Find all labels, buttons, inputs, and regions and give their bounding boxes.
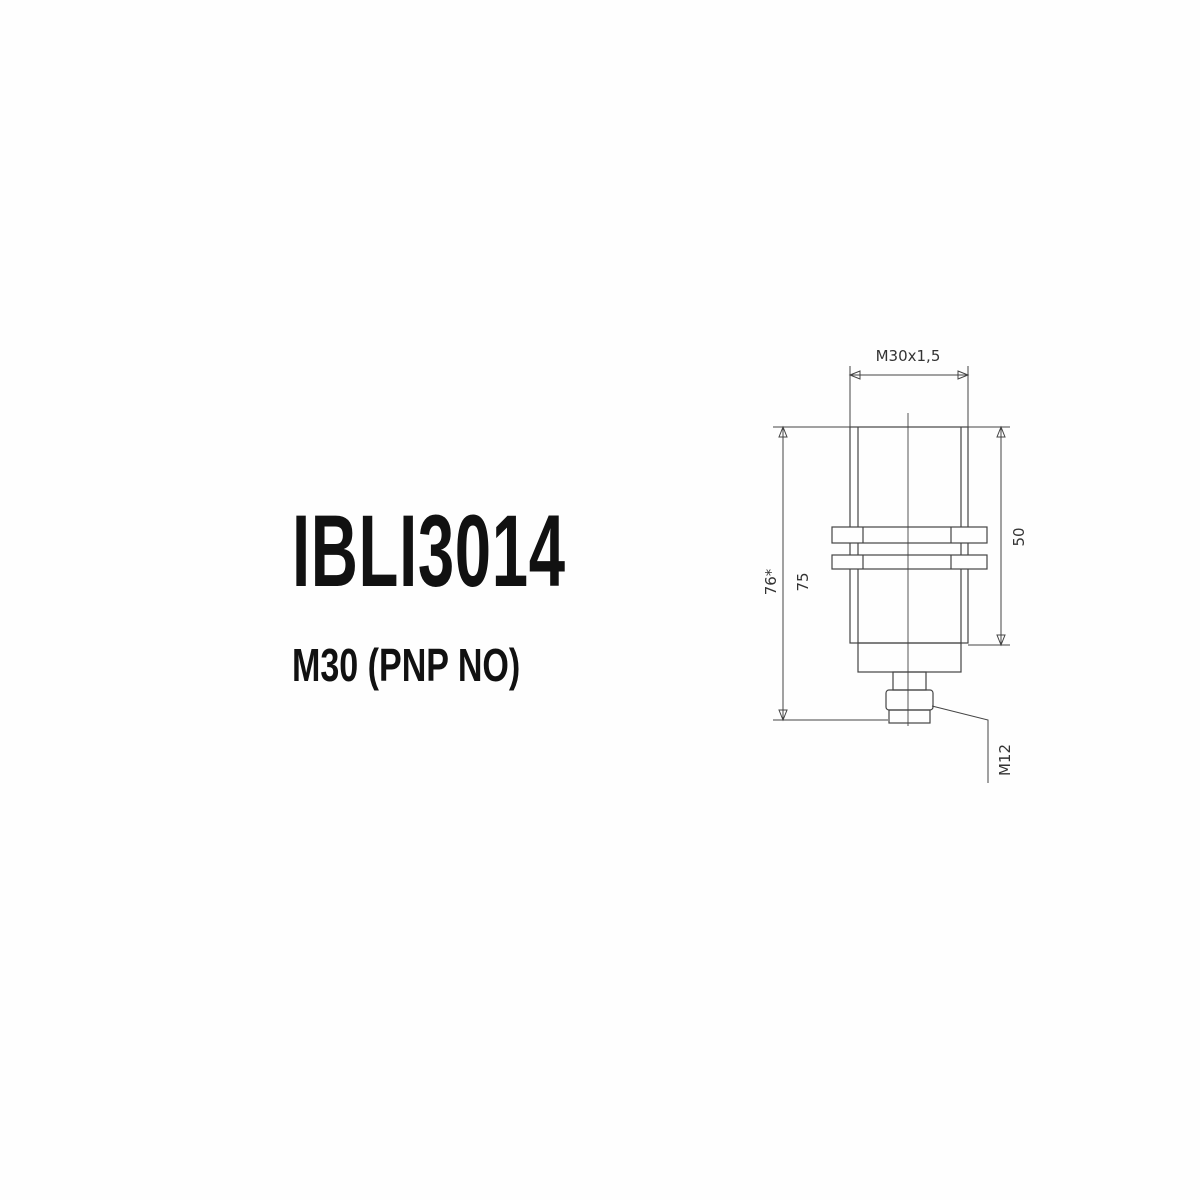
connector-label: M12 [996, 744, 1014, 776]
sensor-body [831, 413, 988, 726]
product-variant-subtitle: M30 (PNP NO) [292, 639, 521, 691]
product-model-title: IBLI3014 [292, 494, 566, 608]
thread-dimension-label: M30x1,5 [876, 347, 941, 365]
thread-length-label: 50 [1010, 527, 1028, 546]
total-length-label: 76* [762, 568, 780, 595]
dimension-lines [773, 366, 1010, 783]
length-label: 75 [794, 572, 812, 591]
